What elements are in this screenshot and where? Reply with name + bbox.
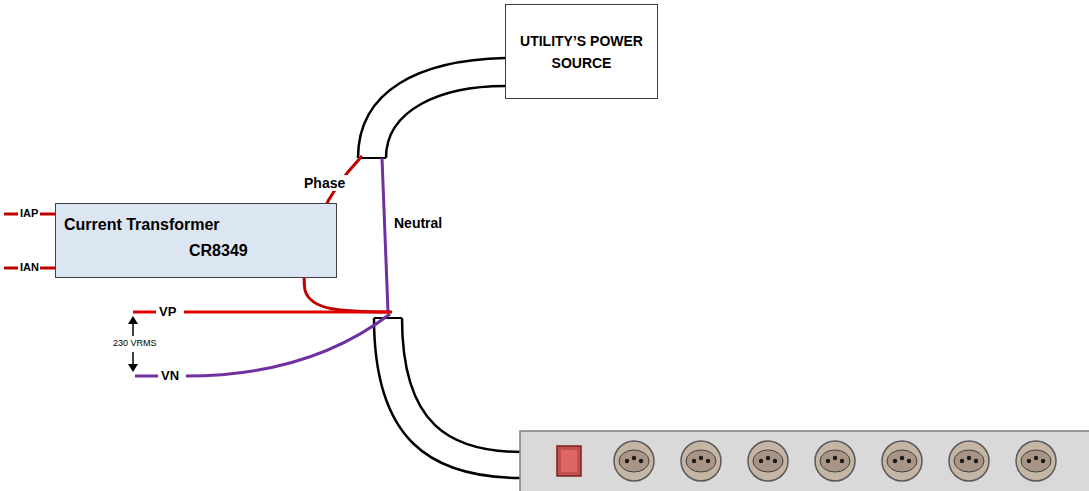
cable-outline bbox=[374, 318, 522, 478]
outlet-face bbox=[887, 450, 917, 472]
outlet-face bbox=[619, 450, 649, 472]
outlet-pin bbox=[960, 459, 964, 463]
outlet bbox=[1016, 441, 1056, 481]
outlet-pin bbox=[773, 459, 777, 463]
vp-stub bbox=[133, 311, 156, 314]
outlet-pin bbox=[1034, 456, 1038, 460]
outlet-pin bbox=[974, 459, 978, 463]
box-text: Current Transformer bbox=[64, 216, 220, 234]
outlet-pin bbox=[833, 456, 837, 460]
vp-wire bbox=[184, 311, 392, 314]
outlet-pin bbox=[692, 459, 696, 463]
outlet bbox=[681, 441, 721, 481]
outlet-pin bbox=[625, 459, 629, 463]
vn-wire bbox=[186, 314, 390, 376]
wire-label: Phase bbox=[302, 175, 347, 191]
wire-label: Neutral bbox=[392, 215, 444, 231]
outlet-pin bbox=[706, 459, 710, 463]
signal-name: VN bbox=[160, 368, 180, 383]
outlet-pin bbox=[893, 459, 897, 463]
switch-face bbox=[561, 450, 577, 472]
outlet-face bbox=[753, 450, 783, 472]
outlet-pin bbox=[1041, 459, 1045, 463]
power-switch bbox=[557, 446, 581, 476]
outlet-pin bbox=[699, 456, 703, 460]
outlet-pin bbox=[639, 459, 643, 463]
arrow-head bbox=[128, 364, 138, 372]
signal-name: IAP bbox=[19, 207, 39, 219]
outlet bbox=[882, 441, 922, 481]
outlet-face bbox=[820, 450, 850, 472]
outlet-pin bbox=[967, 456, 971, 460]
outlet-face bbox=[686, 450, 716, 472]
box-text: UTILITY’S POWER SOURCE bbox=[514, 30, 649, 74]
outlet-face bbox=[954, 450, 984, 472]
power-strip bbox=[520, 431, 1089, 491]
transformer-box: Current TransformerCR8349 bbox=[55, 203, 337, 278]
outlet-pin bbox=[1027, 459, 1031, 463]
outlet bbox=[815, 441, 855, 481]
outlet-pin bbox=[632, 456, 636, 460]
vn-stub bbox=[135, 375, 158, 378]
signal-name: VP bbox=[158, 304, 177, 319]
box-text: CR8349 bbox=[189, 242, 248, 260]
cable-outline bbox=[358, 58, 505, 158]
outlet bbox=[748, 441, 788, 481]
outlet-pin bbox=[759, 459, 763, 463]
outlet-pin bbox=[900, 456, 904, 460]
cable-outline bbox=[386, 86, 505, 158]
outlet-row bbox=[614, 441, 1056, 481]
source-box: UTILITY’S POWER SOURCE bbox=[505, 4, 658, 99]
outlet-pin bbox=[907, 459, 911, 463]
arrow-head bbox=[128, 316, 138, 324]
outlet-pin bbox=[766, 456, 770, 460]
outlet bbox=[614, 441, 654, 481]
neutral-wire bbox=[382, 158, 388, 312]
outlet-pin bbox=[840, 459, 844, 463]
cable-outline bbox=[402, 318, 522, 452]
outlet-face bbox=[1021, 450, 1051, 472]
outlet bbox=[949, 441, 989, 481]
signal-name: IAN bbox=[19, 261, 40, 273]
outlet-pin bbox=[826, 459, 830, 463]
voltage-label: 230 VRMS bbox=[112, 338, 158, 348]
